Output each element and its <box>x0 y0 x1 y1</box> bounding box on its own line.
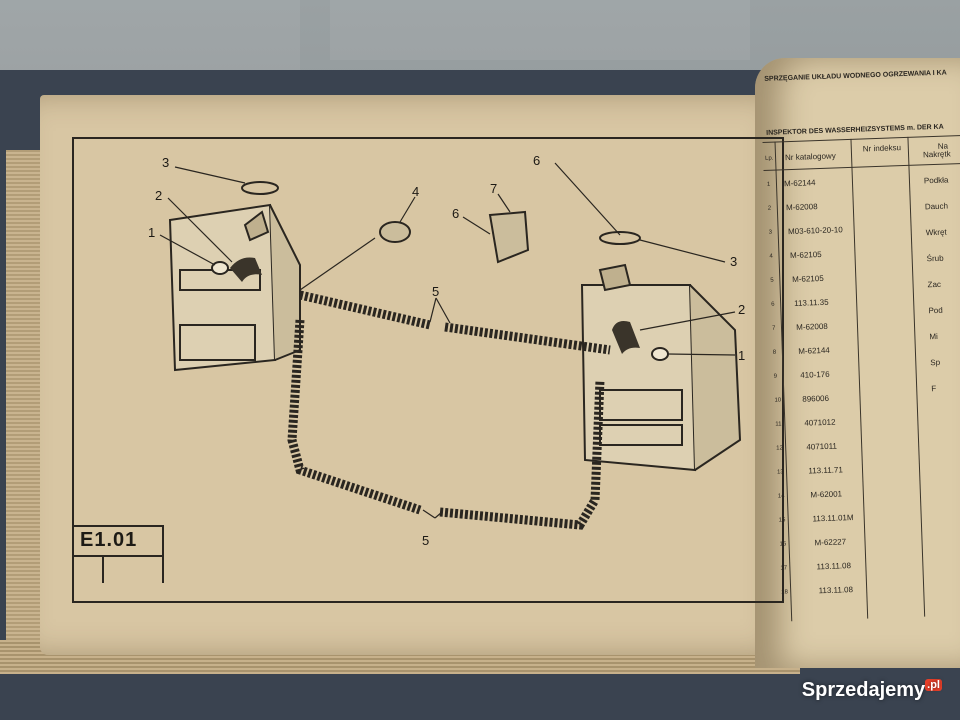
catalog-number: 113.11.71 <box>808 465 843 476</box>
leader-lines <box>159 162 736 519</box>
gaskets <box>241 181 641 245</box>
catalog-number: M-62001 <box>810 489 843 500</box>
callout-numbers: 3 2 1 4 5 7 6 6 3 2 1 5 <box>148 153 745 548</box>
catalog-number: M-62227 <box>814 537 847 548</box>
catalog-number: M-62105 <box>791 273 824 285</box>
catalog-number: M03-610-20-10 <box>787 225 843 237</box>
row-number: 10 <box>774 397 782 404</box>
left-heater-unit <box>168 203 301 372</box>
watermark-logo: Sprzedajemy.pl <box>802 679 942 702</box>
part-name: Mi <box>929 331 939 342</box>
part-name: Podkła <box>923 175 949 186</box>
row-number: 5 <box>770 277 774 284</box>
row-number: 4 <box>769 253 773 260</box>
catalog-number: 113.11.08 <box>816 561 852 572</box>
catalog-number: M-62008 <box>785 202 818 213</box>
row-number: 6 <box>771 301 775 308</box>
catalog-number: 410-176 <box>800 369 830 380</box>
col-index: Nr indeksu <box>862 143 902 154</box>
row-number: 16 <box>779 541 787 548</box>
row-number: 11 <box>775 421 782 428</box>
row-number: 15 <box>778 517 786 524</box>
catalog-number: 4071012 <box>804 417 836 428</box>
part-name: Pod <box>928 305 943 316</box>
floor-tile <box>330 0 750 60</box>
floor-tile <box>0 0 300 75</box>
callout-2: 2 <box>738 302 745 317</box>
diagram-code: E1.01 <box>80 529 138 551</box>
catalog-number: M-62144 <box>783 178 816 189</box>
catalog-number: 4071011 <box>806 441 838 452</box>
callout-6: 6 <box>533 153 540 168</box>
row-number: 8 <box>772 349 777 356</box>
catalog-number: 113.11.08 <box>818 585 854 596</box>
row-number: 7 <box>771 325 776 332</box>
part-name: Zac <box>927 279 942 290</box>
callout-2: 2 <box>155 188 162 203</box>
part-name: F <box>931 384 937 394</box>
parts-table: SPRZĘGANIE UKŁADU WODNEGO OGRZEWANIA I K… <box>760 63 960 630</box>
row-number: 13 <box>776 469 784 476</box>
callout-6: 6 <box>452 206 459 221</box>
diagram-code-box: E1.01 <box>72 525 164 583</box>
table-header-line2: INSPEKTOR DES WASSERHEIZSYSTEMS m. DER K… <box>766 123 944 137</box>
catalog-number: M-62105 <box>789 249 822 261</box>
callout-5: 5 <box>422 533 429 548</box>
catalog-number: 113.11.01M <box>812 513 854 524</box>
callout-3: 3 <box>730 254 737 269</box>
table-header-line1: SPRZĘGANIE UKŁADU WODNEGO OGRZEWANIA I K… <box>764 69 947 83</box>
callout-7: 7 <box>490 181 497 196</box>
watermark-suffix: .pl <box>925 679 942 692</box>
coiled-hoses <box>287 290 611 530</box>
part-name: Śrub <box>926 253 944 264</box>
col-catalog: Nr katalogowy <box>784 151 836 163</box>
row-number: 12 <box>776 445 784 452</box>
callout-3: 3 <box>162 155 169 170</box>
part-name: Dauch <box>924 201 949 212</box>
callout-4: 4 <box>412 184 419 199</box>
callout-1: 1 <box>738 348 745 363</box>
catalog-number: 113.11.35 <box>794 297 829 308</box>
row-number: 1 <box>766 181 771 188</box>
catalog-number: M-62008 <box>796 321 828 332</box>
catalog-number: 896006 <box>802 393 830 404</box>
right-heater-unit <box>580 263 742 472</box>
elbow-hoses <box>211 257 669 361</box>
part-name: Nakrętk <box>922 149 951 160</box>
part-name: Wkręt <box>925 227 947 238</box>
part-name: Sp <box>930 357 941 368</box>
row-number: 9 <box>773 373 778 380</box>
row-number: 17 <box>780 565 788 572</box>
catalog-number: M-62144 <box>798 345 830 356</box>
clamps <box>379 210 530 264</box>
callout-5: 5 <box>432 284 439 299</box>
row-number: 2 <box>767 205 772 212</box>
row-number: 14 <box>777 493 785 500</box>
row-number: 3 <box>768 229 773 236</box>
watermark-text: Sprzedajemy <box>801 679 926 701</box>
row-number: 18 <box>781 589 789 596</box>
callout-1: 1 <box>148 225 155 240</box>
col-lp: Lp. <box>765 155 774 162</box>
